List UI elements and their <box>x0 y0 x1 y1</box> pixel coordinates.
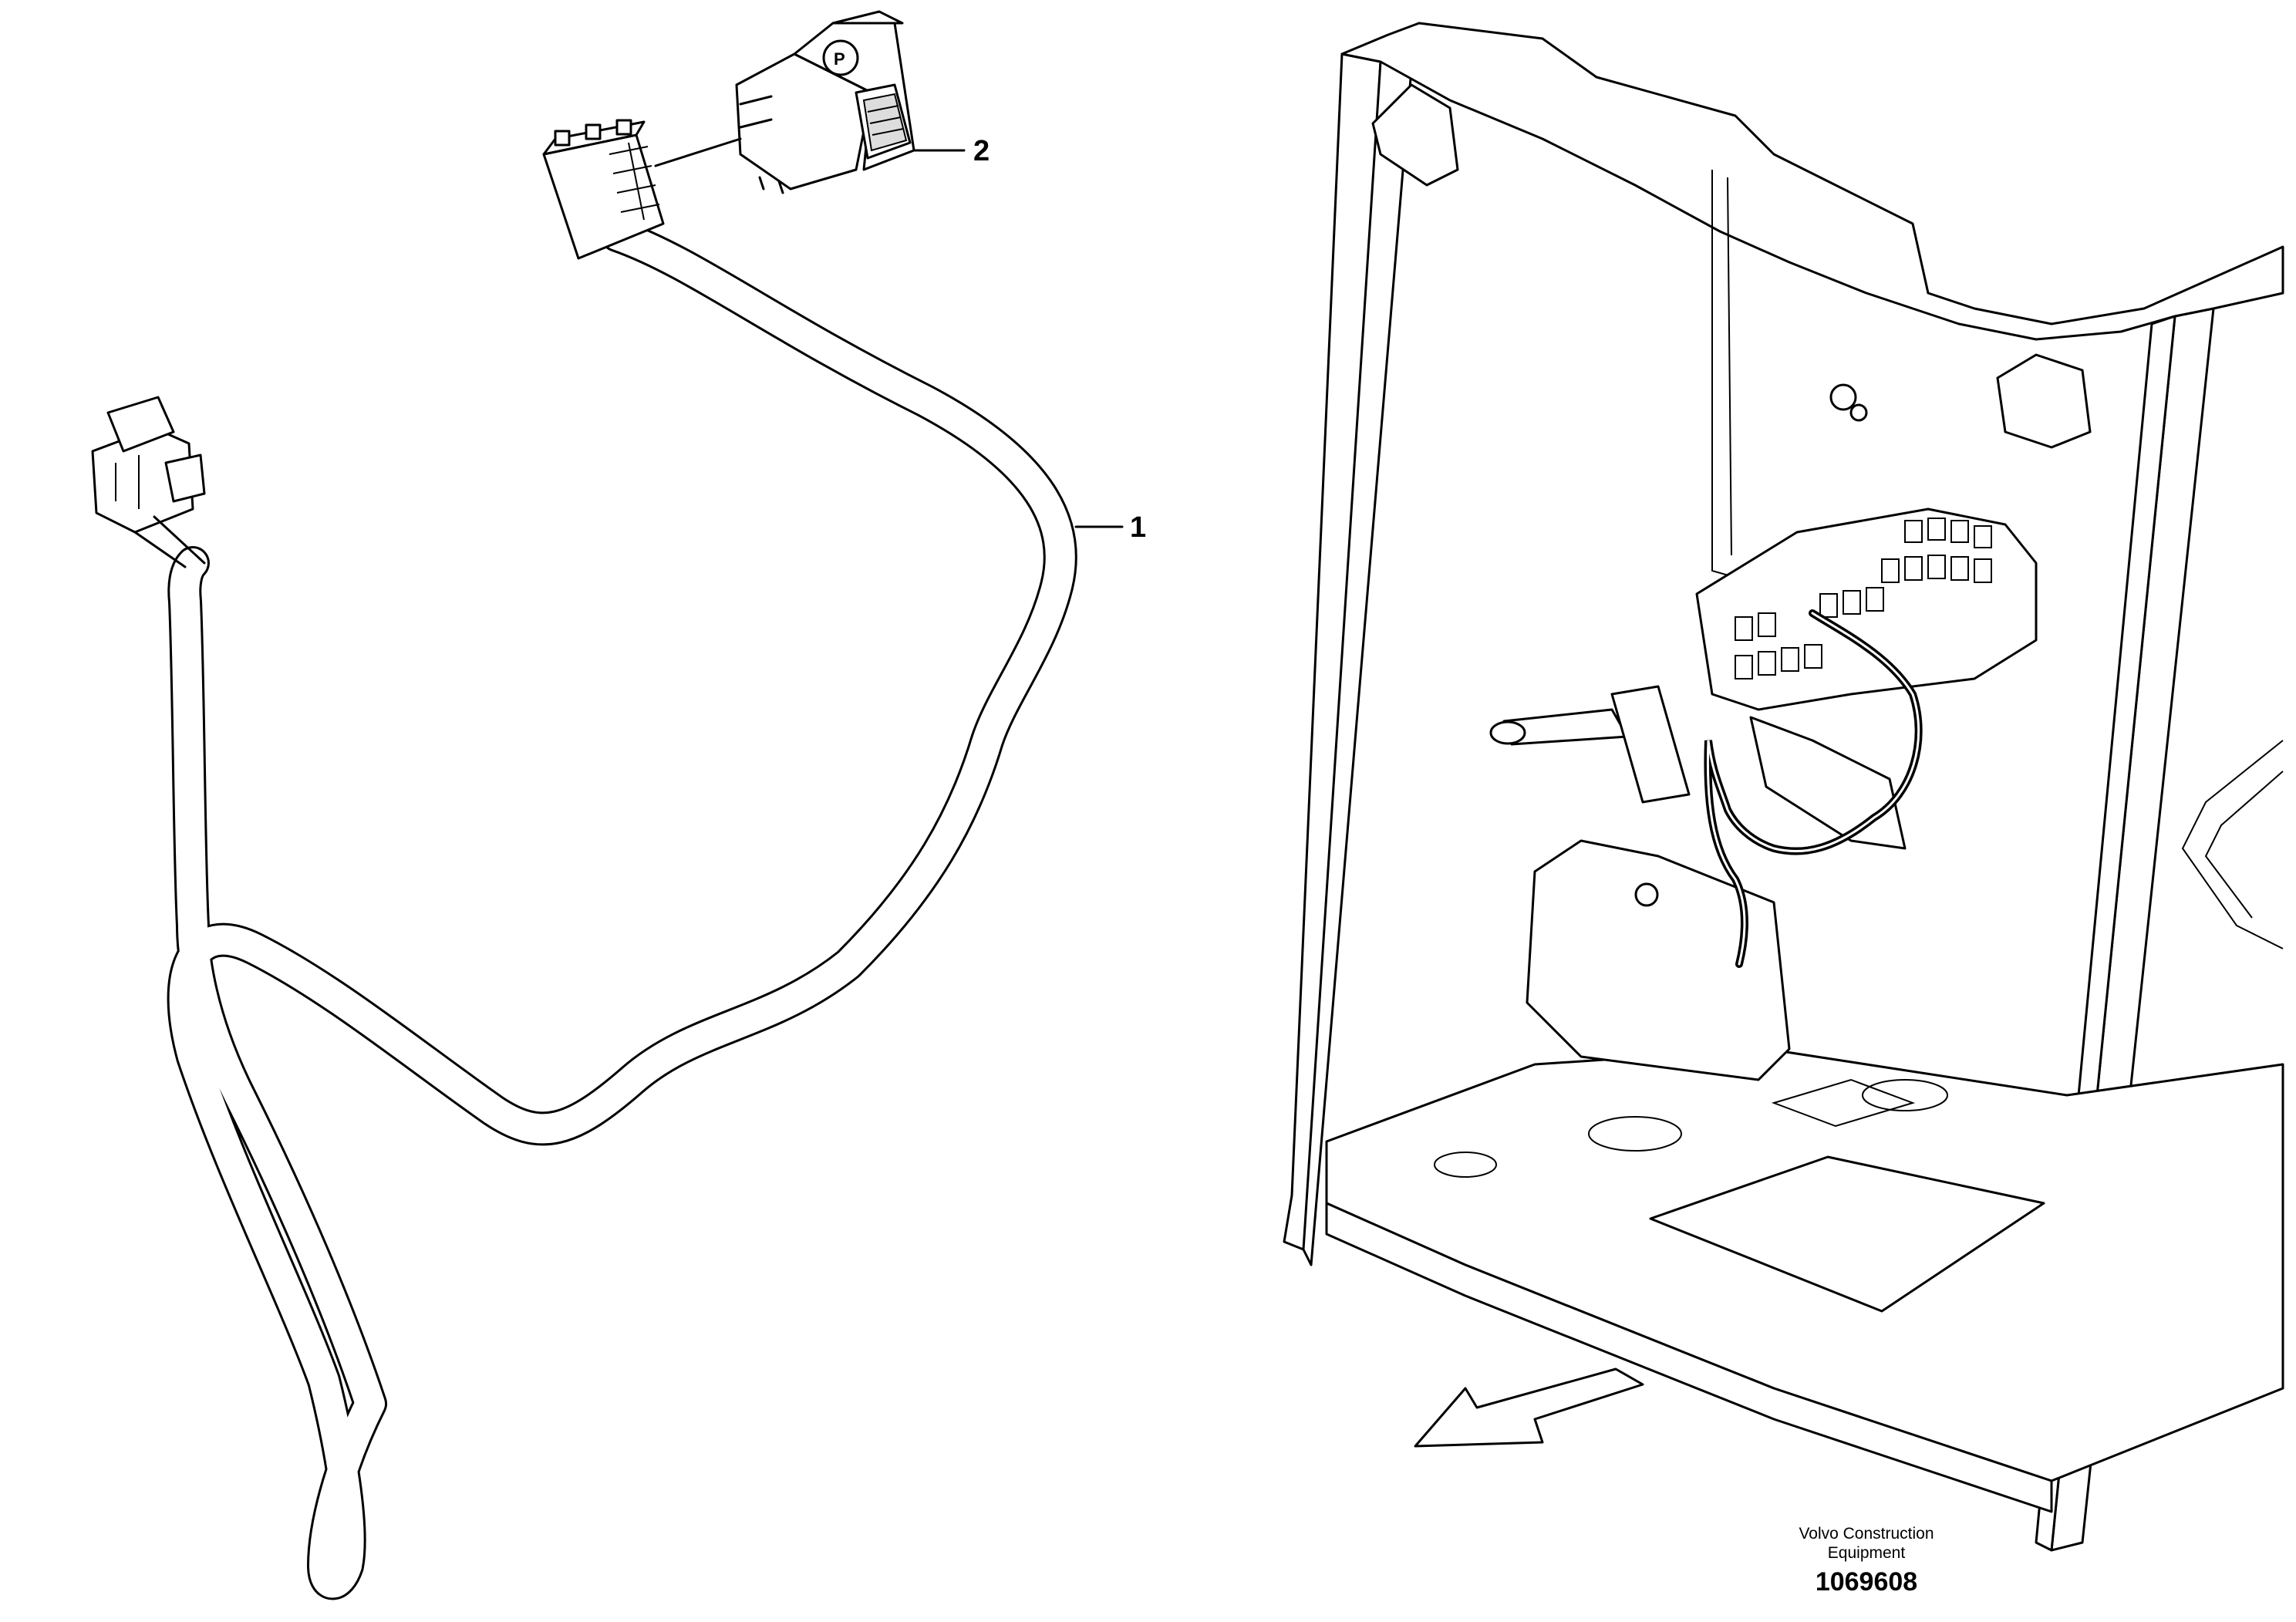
cable-harness <box>91 119 1077 1600</box>
harness-cable-inner <box>169 221 1075 1598</box>
rocker-switch: P <box>735 10 915 194</box>
work-light-left <box>1371 83 1459 187</box>
harness-top-connector <box>542 119 665 260</box>
seat-mount <box>1526 839 1791 1081</box>
publisher-line-1: Volvo Construction <box>1799 1525 1934 1543</box>
parking-brake-symbol-icon: P <box>822 39 859 76</box>
cab-roof <box>1340 22 2284 341</box>
cab-left-pillar <box>1283 52 1382 1251</box>
svg-text:P: P <box>834 49 845 69</box>
cab-frame <box>1283 22 2284 1552</box>
work-light-right <box>1996 353 2092 449</box>
switch-to-connector-leader <box>654 137 742 167</box>
forward-direction-arrow-icon <box>1414 1367 1644 1448</box>
harness-left-connector <box>91 396 206 568</box>
dashboard-switches <box>1735 518 1992 679</box>
document-number: 1069608 <box>1816 1567 1917 1597</box>
callout-number-1: 1 <box>1130 511 1146 544</box>
callout-number-2: 2 <box>973 135 990 167</box>
publisher-line-2: Equipment <box>1828 1544 1906 1562</box>
